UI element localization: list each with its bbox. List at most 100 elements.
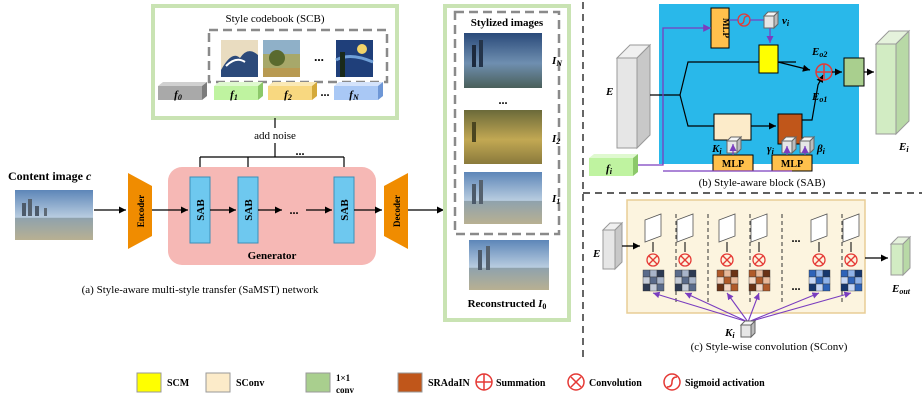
- gamma-cube: [780, 135, 798, 155]
- svg-text:SAB: SAB: [195, 199, 207, 221]
- svg-text:Summation: Summation: [496, 378, 546, 389]
- convolution-icon: [678, 253, 692, 267]
- svg-text:fi: fi: [606, 163, 613, 176]
- reconstructed-image: [469, 240, 549, 290]
- sconv-block: [713, 113, 752, 141]
- feature-slice: [676, 213, 694, 243]
- legend-sconv: SConv: [205, 372, 264, 393]
- output-box: [443, 4, 571, 322]
- style-landscape-image: [263, 40, 300, 77]
- svg-text:fN: fN: [349, 89, 360, 102]
- mlp-bottom-left: MLP: [712, 154, 754, 172]
- svg-text:SCM: SCM: [167, 378, 190, 389]
- scm-block: [758, 44, 779, 74]
- style-wave-image: [221, 40, 258, 77]
- beta-cube: [798, 135, 816, 155]
- sab-panel: [659, 4, 859, 164]
- svg-text:1×1: 1×1: [336, 373, 351, 383]
- legend-scm: SCM: [136, 372, 190, 393]
- conv1x1-block: [843, 57, 865, 87]
- code-fN: fN: [334, 82, 383, 102]
- mlp-top: MLP: [710, 7, 731, 49]
- label-I1: I1: [551, 193, 560, 206]
- convolution-icon: [720, 253, 734, 267]
- legend-sradain: SRAdaIN: [397, 372, 470, 393]
- svg-text:SAB: SAB: [243, 199, 255, 221]
- label-gamma: γi: [767, 143, 775, 156]
- label-E: E: [605, 86, 613, 98]
- content-image: [15, 190, 93, 240]
- label-IN: IN: [551, 55, 563, 68]
- legend-convolution: Convolution: [567, 373, 642, 391]
- sconv-dots-bottom: ...: [792, 279, 801, 293]
- stylized-image-1: [464, 172, 542, 224]
- label-I2: I2: [551, 133, 560, 146]
- sconv-column-6: [747, 213, 863, 323]
- stylized-image-2: [464, 110, 542, 164]
- add-noise-label: add noise: [254, 130, 296, 142]
- scb-images-frame: [207, 28, 389, 84]
- label-Ei: Ei: [898, 141, 909, 154]
- svg-text:Convolution: Convolution: [589, 378, 642, 389]
- decoder-block: Decoder: [384, 173, 408, 249]
- label-vi: vi: [782, 15, 790, 28]
- legend-summation: Summation: [475, 373, 546, 391]
- convolution-icon: [844, 253, 858, 267]
- content-image-label: Content image c: [8, 169, 92, 183]
- convolution-icon: [752, 253, 766, 267]
- legend-sigmoid: Sigmoid activation: [663, 373, 765, 391]
- svg-text:MLP: MLP: [781, 159, 803, 170]
- style-starry-night-image: [335, 40, 374, 77]
- stylized-dots: ...: [499, 93, 508, 107]
- legend: SCM SConv 1×1 conv SRAdaIN Summation Con…: [136, 372, 765, 395]
- stylized-image-N: [464, 33, 542, 88]
- sconv-output-E: [889, 235, 912, 277]
- input-E-slab: [615, 43, 652, 150]
- sconv-column-5: [747, 213, 843, 323]
- caption-c: (c) Style-wise convolution (SConv): [691, 341, 848, 353]
- label-Ki: Ki: [711, 143, 722, 156]
- svg-text:Encoder: Encoder: [136, 195, 146, 228]
- feature-slice: [750, 213, 768, 243]
- convolution-icon: [646, 253, 660, 267]
- svg-text:f2: f2: [284, 89, 292, 102]
- legend-conv: 1×1 conv: [305, 372, 355, 395]
- sconv-label-Eout: Eout: [891, 283, 911, 296]
- sconv-label-Ki: Ki: [724, 327, 735, 340]
- ki-cube: [725, 135, 743, 155]
- svg-text:f1: f1: [230, 89, 238, 102]
- generator-box: [168, 167, 376, 265]
- noise-ellipsis: ...: [296, 144, 305, 158]
- sconv-column-4: [747, 213, 783, 323]
- code-f0: f0: [158, 82, 207, 102]
- code-f2: f2: [268, 82, 317, 102]
- vi-cube: [762, 10, 780, 30]
- scb-ellipsis: ...: [314, 49, 324, 64]
- sconv-dots-top: ...: [792, 231, 801, 245]
- svg-text:MLP: MLP: [722, 159, 744, 170]
- sconv-column-2: [674, 213, 749, 323]
- code-f1: f1: [214, 82, 263, 102]
- reconstructed-label: Reconstructed I0: [468, 298, 547, 311]
- output-Ei-slab: [874, 29, 911, 136]
- generator-label: Generator: [248, 250, 297, 262]
- svg-text:f0: f0: [174, 89, 182, 102]
- summation-icon: [815, 63, 833, 81]
- label-Eo1: Eo1: [811, 91, 827, 104]
- sab-block-3: SAB: [333, 176, 355, 244]
- sab-ellipsis: ...: [290, 203, 299, 217]
- svg-text:Sigmoid activation: Sigmoid activation: [685, 378, 765, 389]
- feature-slice: [644, 213, 662, 243]
- feature-slice: [718, 213, 736, 243]
- stylized-title: Stylized images: [471, 17, 544, 29]
- codes-ellipsis: ...: [321, 85, 330, 99]
- feature-slice: [810, 213, 828, 243]
- sconv-column-1: [642, 213, 749, 323]
- svg-text:conv: conv: [336, 385, 355, 395]
- sab-block-2: SAB: [237, 176, 259, 244]
- sconv-input-E: [601, 221, 624, 271]
- convolution-icon: [812, 253, 826, 267]
- sconv-ki-cube: [739, 319, 757, 339]
- sconv-columns: [622, 213, 863, 323]
- code-fi: fi: [589, 154, 638, 176]
